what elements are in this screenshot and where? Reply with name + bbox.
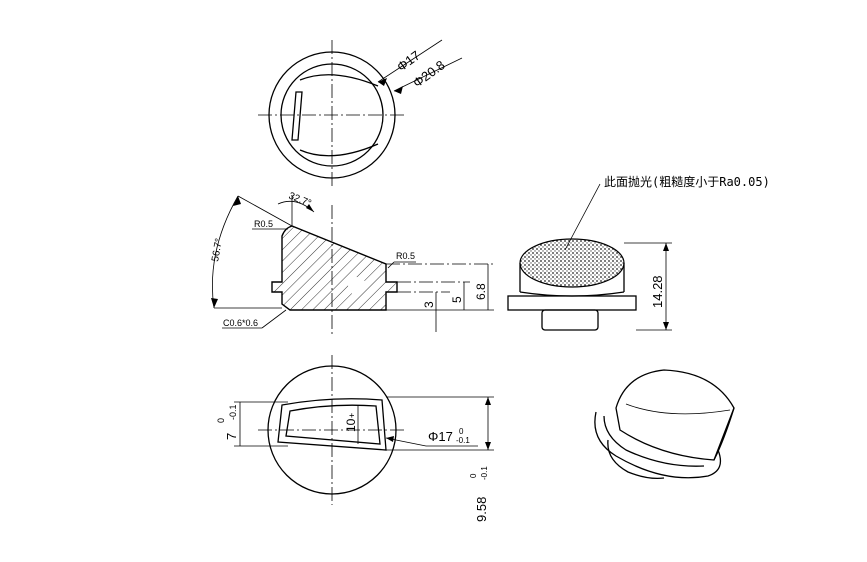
arrow-56-7-a [233,196,241,206]
section-view: 56.7° 32.7° R0.5 R0.5 C0.6*0.6 3 5 6.8 [210,191,494,335]
arrow-14-28-top [663,243,669,251]
flange [507,295,637,311]
dome-sides [519,263,625,292]
isometric-view [594,369,735,480]
iso-stem [607,439,665,480]
dim-height-3: 3 [422,301,436,308]
leader-polish-note [564,183,601,251]
arrow-phi208 [394,86,403,94]
top-inner-circle [280,63,384,167]
top-view: Φ17 Φ20.8 [258,39,463,188]
dim-left-7: 7 [224,433,239,440]
leader-chamfer [261,309,287,329]
arrow-phi17 [378,78,387,86]
arrow-9-58-bottom [485,442,491,450]
arrow-56-7-b [211,298,218,308]
stem [541,309,599,331]
polish-note: 此面抛光(粗糙度小于Ra0.05) [604,174,770,189]
arrow-9-58-top [485,397,491,405]
arrow-32-7 [306,204,314,212]
dim-center-10: 10 [344,418,358,432]
dim-bottom-dia-tol-lower: -0.1 [456,436,470,445]
side-view: 14.28 此面抛光(粗糙度小于Ra0.05) [507,174,770,331]
iso-dome [615,369,735,461]
iso-dome-ridge [625,403,731,415]
dim-height-14-28: 14.28 [650,275,665,308]
dim-left-7-tol-upper: 0 [216,418,226,423]
ext-slope [237,195,293,227]
iso-dome-cut [713,407,735,461]
bottom-inner-outline [285,404,381,445]
leader-phi208 [393,57,463,92]
dim-height-5: 5 [450,296,464,303]
bottom-view: 7 0 -0.1 10 + Φ17 0 -0.1 9.58 0 -0.1 [216,355,494,522]
dim-right-9-58-tol-lower: -0.1 [480,466,489,480]
dim-right-9-58-tol-upper: 0 [469,473,478,478]
dim-chamfer: C0.6*0.6 [223,318,258,328]
dim-bottom-dia: Φ17 [428,429,453,444]
dim-angle-top: 32.7° [287,191,313,210]
dim-center-10-tol: + [347,413,357,418]
dim-left-7-tol-lower: -0.1 [228,404,238,420]
dim-top-inner-dia: Φ17 [394,48,423,75]
dim-radius-top: R0.5 [254,219,273,229]
dim-angle-side: 56.7° [210,237,225,262]
iso-flange-outer [594,411,722,479]
arrow-bottom-dia [386,436,394,442]
top-outer-circle [268,51,396,179]
top-flat-slot [291,91,303,141]
leader-phi17 [377,39,443,83]
arc-56-7 [212,195,239,309]
polished-top-surface [519,238,625,288]
top-inner-rim [299,74,379,87]
dim-bottom-dia-tol-upper: 0 [459,427,464,436]
bottom-outer-circle [267,365,397,495]
top-inner-rim-bottom [299,143,379,157]
leader-r05-right-tail [387,261,395,269]
dim-height-6-8: 6.8 [474,283,488,300]
dim-right-9-58: 9.58 [474,497,489,522]
section-body [271,225,398,311]
iso-flange-inner [603,415,705,467]
section-center-mark [348,277,366,295]
dim-radius-right: R0.5 [396,251,415,261]
arrow-14-28-bottom [663,322,669,330]
